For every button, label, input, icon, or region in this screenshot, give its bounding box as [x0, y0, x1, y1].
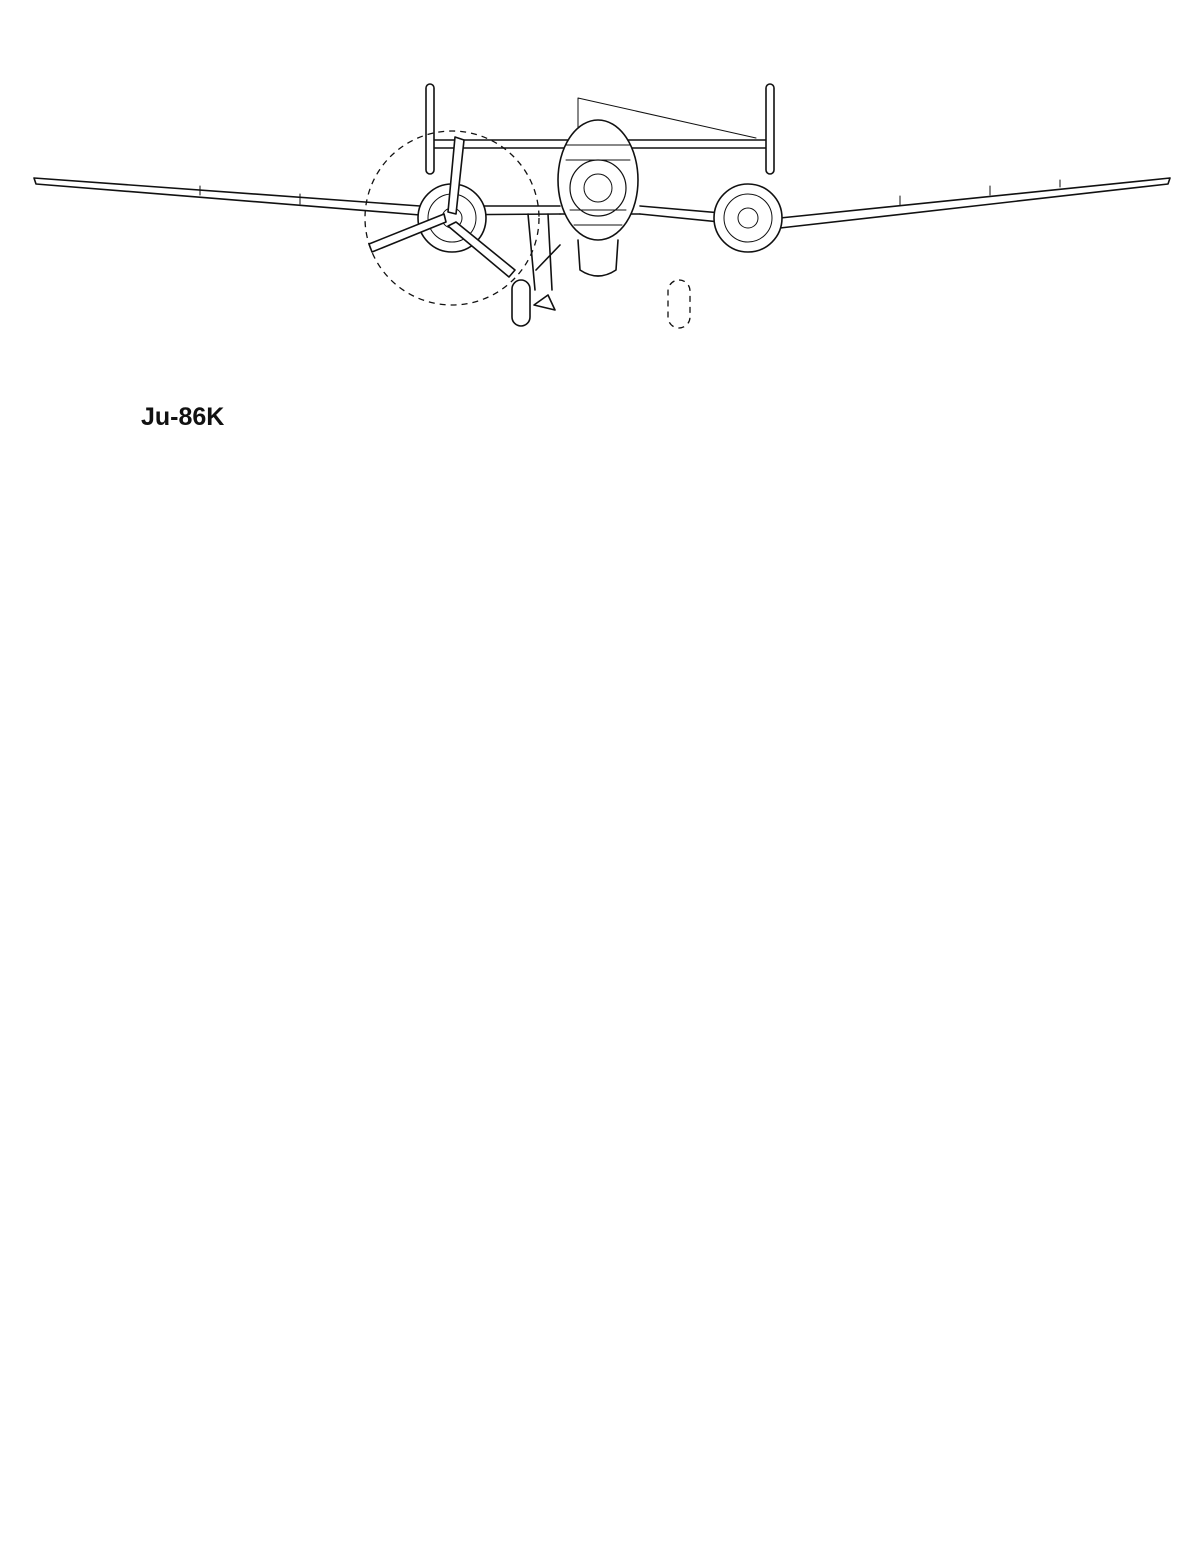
front-propeller-blades — [368, 136, 516, 278]
front-left-fin — [425, 83, 435, 175]
aircraft-designation-label: Ju-86K — [141, 403, 225, 431]
front-view — [33, 83, 1171, 329]
front-right-fin — [765, 83, 775, 175]
front-right-wheel-retracted — [667, 279, 691, 329]
front-propeller-disc — [364, 130, 540, 306]
front-left-wheel — [511, 279, 531, 327]
